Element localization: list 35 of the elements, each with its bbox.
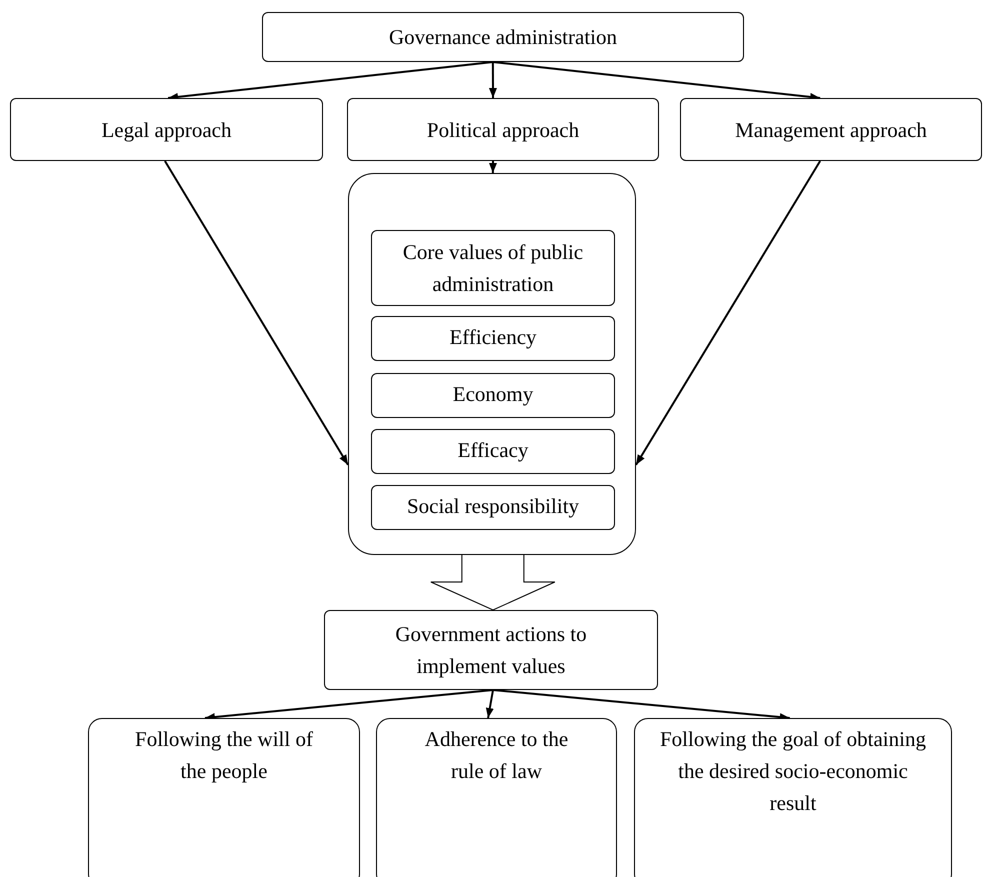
box-text: Adherence to the rule of law <box>424 726 570 785</box>
box-text: Economy <box>452 381 534 408</box>
arrow <box>164 160 349 466</box>
arrow <box>492 61 820 101</box>
box-text: Political approach <box>426 116 580 144</box>
box-text: Legal approach <box>101 116 232 144</box>
box-text: Government actions to implement values <box>394 621 588 680</box>
process-box <box>371 485 615 530</box>
process-box <box>262 12 744 62</box>
container-box <box>348 173 636 555</box>
process-box <box>324 610 658 690</box>
process-box <box>376 718 617 877</box>
box-text: Core values of public administration <box>402 239 584 298</box>
process-box <box>10 98 323 161</box>
box-text: Efficacy <box>458 437 528 464</box>
arrow <box>486 690 494 718</box>
box-text: Following the goal of obtaining the desired socio-economic result <box>659 726 927 817</box>
process-box <box>88 718 360 877</box>
process-box <box>634 718 952 877</box>
box-text: Governance administration <box>388 24 617 51</box>
box-text: Management approach <box>735 116 927 144</box>
process-box <box>371 429 615 474</box>
process-box <box>371 230 615 306</box>
box-text: Following the will of the people <box>134 726 314 785</box>
arrow <box>635 160 821 466</box>
process-box <box>680 98 982 161</box>
arrow <box>489 160 497 174</box>
process-box <box>371 373 615 418</box>
arrow <box>488 62 497 98</box>
block-arrow <box>430 554 556 611</box>
process-box <box>347 98 659 161</box>
process-box <box>371 316 615 361</box>
box-text: Social responsibility <box>406 493 580 520</box>
box-text: Efficiency <box>449 324 537 351</box>
arrow <box>168 61 493 101</box>
